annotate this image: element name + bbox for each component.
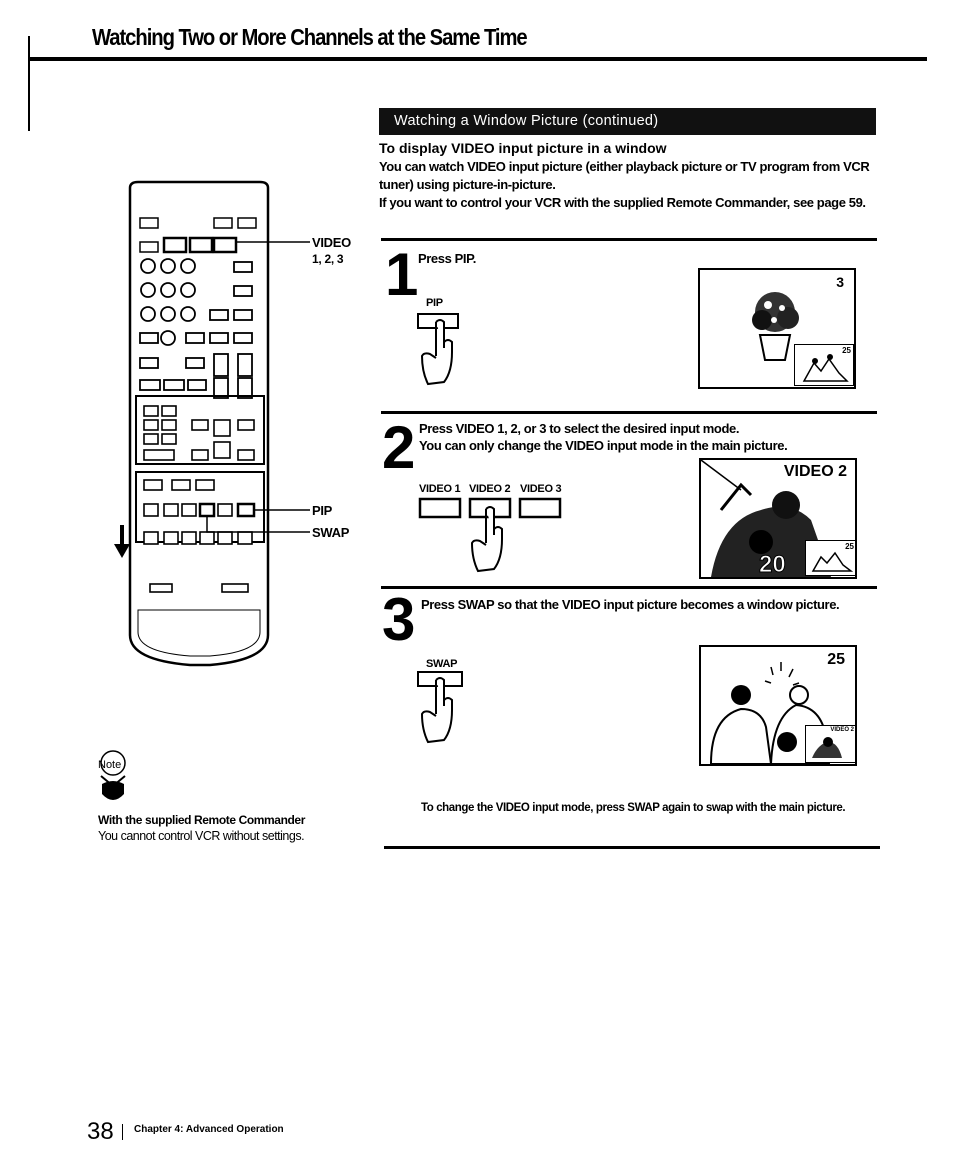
step-1-number: 1	[385, 241, 418, 308]
left-margin-rule	[28, 36, 30, 131]
step-2-window-picture: 25	[805, 540, 855, 576]
intro-text: You can watch VIDEO input picture (eithe…	[379, 158, 879, 212]
step-3-tv-screen: 25 VIDEO 2	[699, 645, 857, 766]
step-3-text: Press SWAP so that the VIDEO input pictu…	[421, 597, 840, 612]
callout-video-numbers: 1, 2, 3	[312, 252, 344, 266]
section-banner: Watching a Window Picture (continued)	[379, 108, 876, 135]
note-title: With the supplied Remote Commander	[98, 813, 305, 827]
callout-pip: PIP	[312, 503, 333, 518]
callout-video: VIDEO	[312, 235, 351, 250]
step-2-window-channel: 25	[845, 542, 854, 551]
step-3-window-label: VIDEO 2	[830, 727, 854, 733]
step-3-window-picture: VIDEO 2	[805, 725, 855, 763]
intro-paragraph-1: You can watch VIDEO input picture (eithe…	[379, 159, 870, 192]
pip-button-press-illustration	[417, 313, 459, 386]
step-3-number: 3	[382, 586, 415, 653]
step-3-rule	[381, 586, 877, 589]
video-2-button-label: VIDEO 2	[469, 483, 511, 495]
flower-pot-image	[752, 292, 799, 361]
step-2-rule	[381, 411, 877, 414]
callout-swap: SWAP	[312, 525, 350, 540]
step-1-tv-screen: 3 25	[698, 268, 856, 389]
step-3-tv-channel: 25	[827, 651, 845, 668]
video-3-button-label: VIDEO 3	[520, 483, 562, 495]
page-number: 38	[87, 1118, 114, 1145]
window-football-image	[812, 737, 842, 758]
window-sports-image-2	[811, 551, 853, 572]
header-rule	[28, 57, 927, 61]
section-heading: To display VIDEO input picture in a wind…	[379, 140, 667, 156]
window-sports-image	[802, 354, 849, 382]
video-buttons-press-illustration	[418, 497, 562, 573]
step-1-tv-channel: 3	[836, 274, 844, 290]
intro-paragraph-2: If you want to control your VCR with the…	[379, 195, 866, 210]
step-2-tv-screen: VIDEO 2 20 25	[699, 458, 857, 579]
pip-button-label: PIP	[426, 297, 443, 309]
step-2-number: 2	[382, 414, 415, 481]
footer-divider	[122, 1124, 123, 1140]
step-1-window-channel: 25	[842, 346, 851, 355]
swap-button-press-illustration	[417, 671, 463, 744]
section-end-rule	[384, 846, 880, 849]
step-2-text-2: You can only change the VIDEO input mode…	[419, 438, 788, 453]
step-2-text-1: Press VIDEO 1, 2, or 3 to select the des…	[419, 421, 740, 436]
chapter-label: Chapter 4: Advanced Operation	[134, 1124, 284, 1135]
note-icon-label: Note	[98, 759, 121, 771]
remote-commander-illustration	[114, 180, 310, 667]
swap-button-label: SWAP	[426, 658, 458, 670]
note-text: You cannot control VCR without settings.	[98, 829, 305, 843]
step-3-footnote: To change the VIDEO input mode, press SW…	[421, 802, 846, 814]
step-1-window-picture: 25	[794, 344, 854, 386]
step-1-text: Press PIP.	[418, 251, 476, 266]
note-icon: Note	[98, 750, 126, 800]
video-1-button-label: VIDEO 1	[419, 483, 461, 495]
svg-text:20: 20	[759, 551, 786, 577]
page-title: Watching Two or More Channels at the Sam…	[92, 24, 528, 50]
football-players-image: 20	[701, 460, 831, 577]
step-1-rule	[381, 238, 877, 241]
step-2-tv-label: VIDEO 2	[783, 463, 847, 480]
